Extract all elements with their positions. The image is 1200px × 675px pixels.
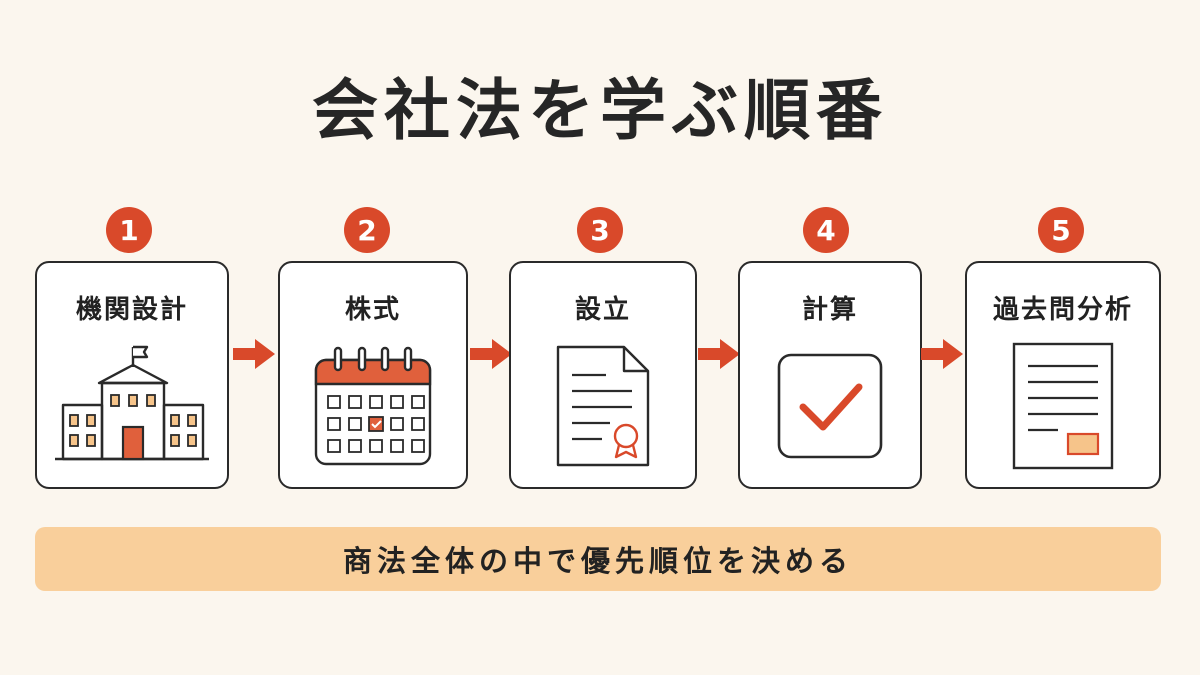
step-5-card[interactable]: 過去問分析 bbox=[965, 261, 1161, 489]
arrow-right-icon bbox=[698, 339, 740, 369]
step-1-label: 機関設計 bbox=[75, 295, 188, 325]
arrow-right-icon bbox=[470, 339, 512, 369]
step-5-number-badge: 5 bbox=[1038, 207, 1084, 253]
step-1-card[interactable]: 機関設計 bbox=[35, 261, 229, 489]
checkbox-icon bbox=[740, 335, 920, 477]
arrow-right-icon bbox=[233, 339, 275, 369]
page-title: 会社法を学ぶ順番 bbox=[312, 72, 888, 149]
step-3-label: 設立 bbox=[574, 295, 631, 325]
arrow-right-icon bbox=[921, 339, 963, 369]
step-3-card[interactable]: 設立 bbox=[509, 261, 697, 489]
step-1-number-badge: 1 bbox=[106, 207, 152, 253]
step-3-number-badge: 3 bbox=[577, 207, 623, 253]
step-4-number-badge: 4 bbox=[803, 207, 849, 253]
step-2-card[interactable]: 株式 bbox=[278, 261, 468, 489]
calendar-icon bbox=[280, 335, 466, 477]
school-building-icon bbox=[37, 335, 227, 477]
step-4-label: 計算 bbox=[801, 295, 858, 325]
document-lines-icon bbox=[967, 335, 1159, 477]
summary-text: 商法全体の中で優先順位を決める bbox=[342, 544, 853, 578]
step-2-label: 株式 bbox=[344, 295, 401, 325]
summary-banner: 商法全体の中で優先順位を決める bbox=[35, 527, 1161, 591]
step-2-number-badge: 2 bbox=[344, 207, 390, 253]
step-4-card[interactable]: 計算 bbox=[738, 261, 922, 489]
step-5-label: 過去問分析 bbox=[992, 295, 1133, 325]
certificate-document-icon bbox=[511, 335, 695, 477]
